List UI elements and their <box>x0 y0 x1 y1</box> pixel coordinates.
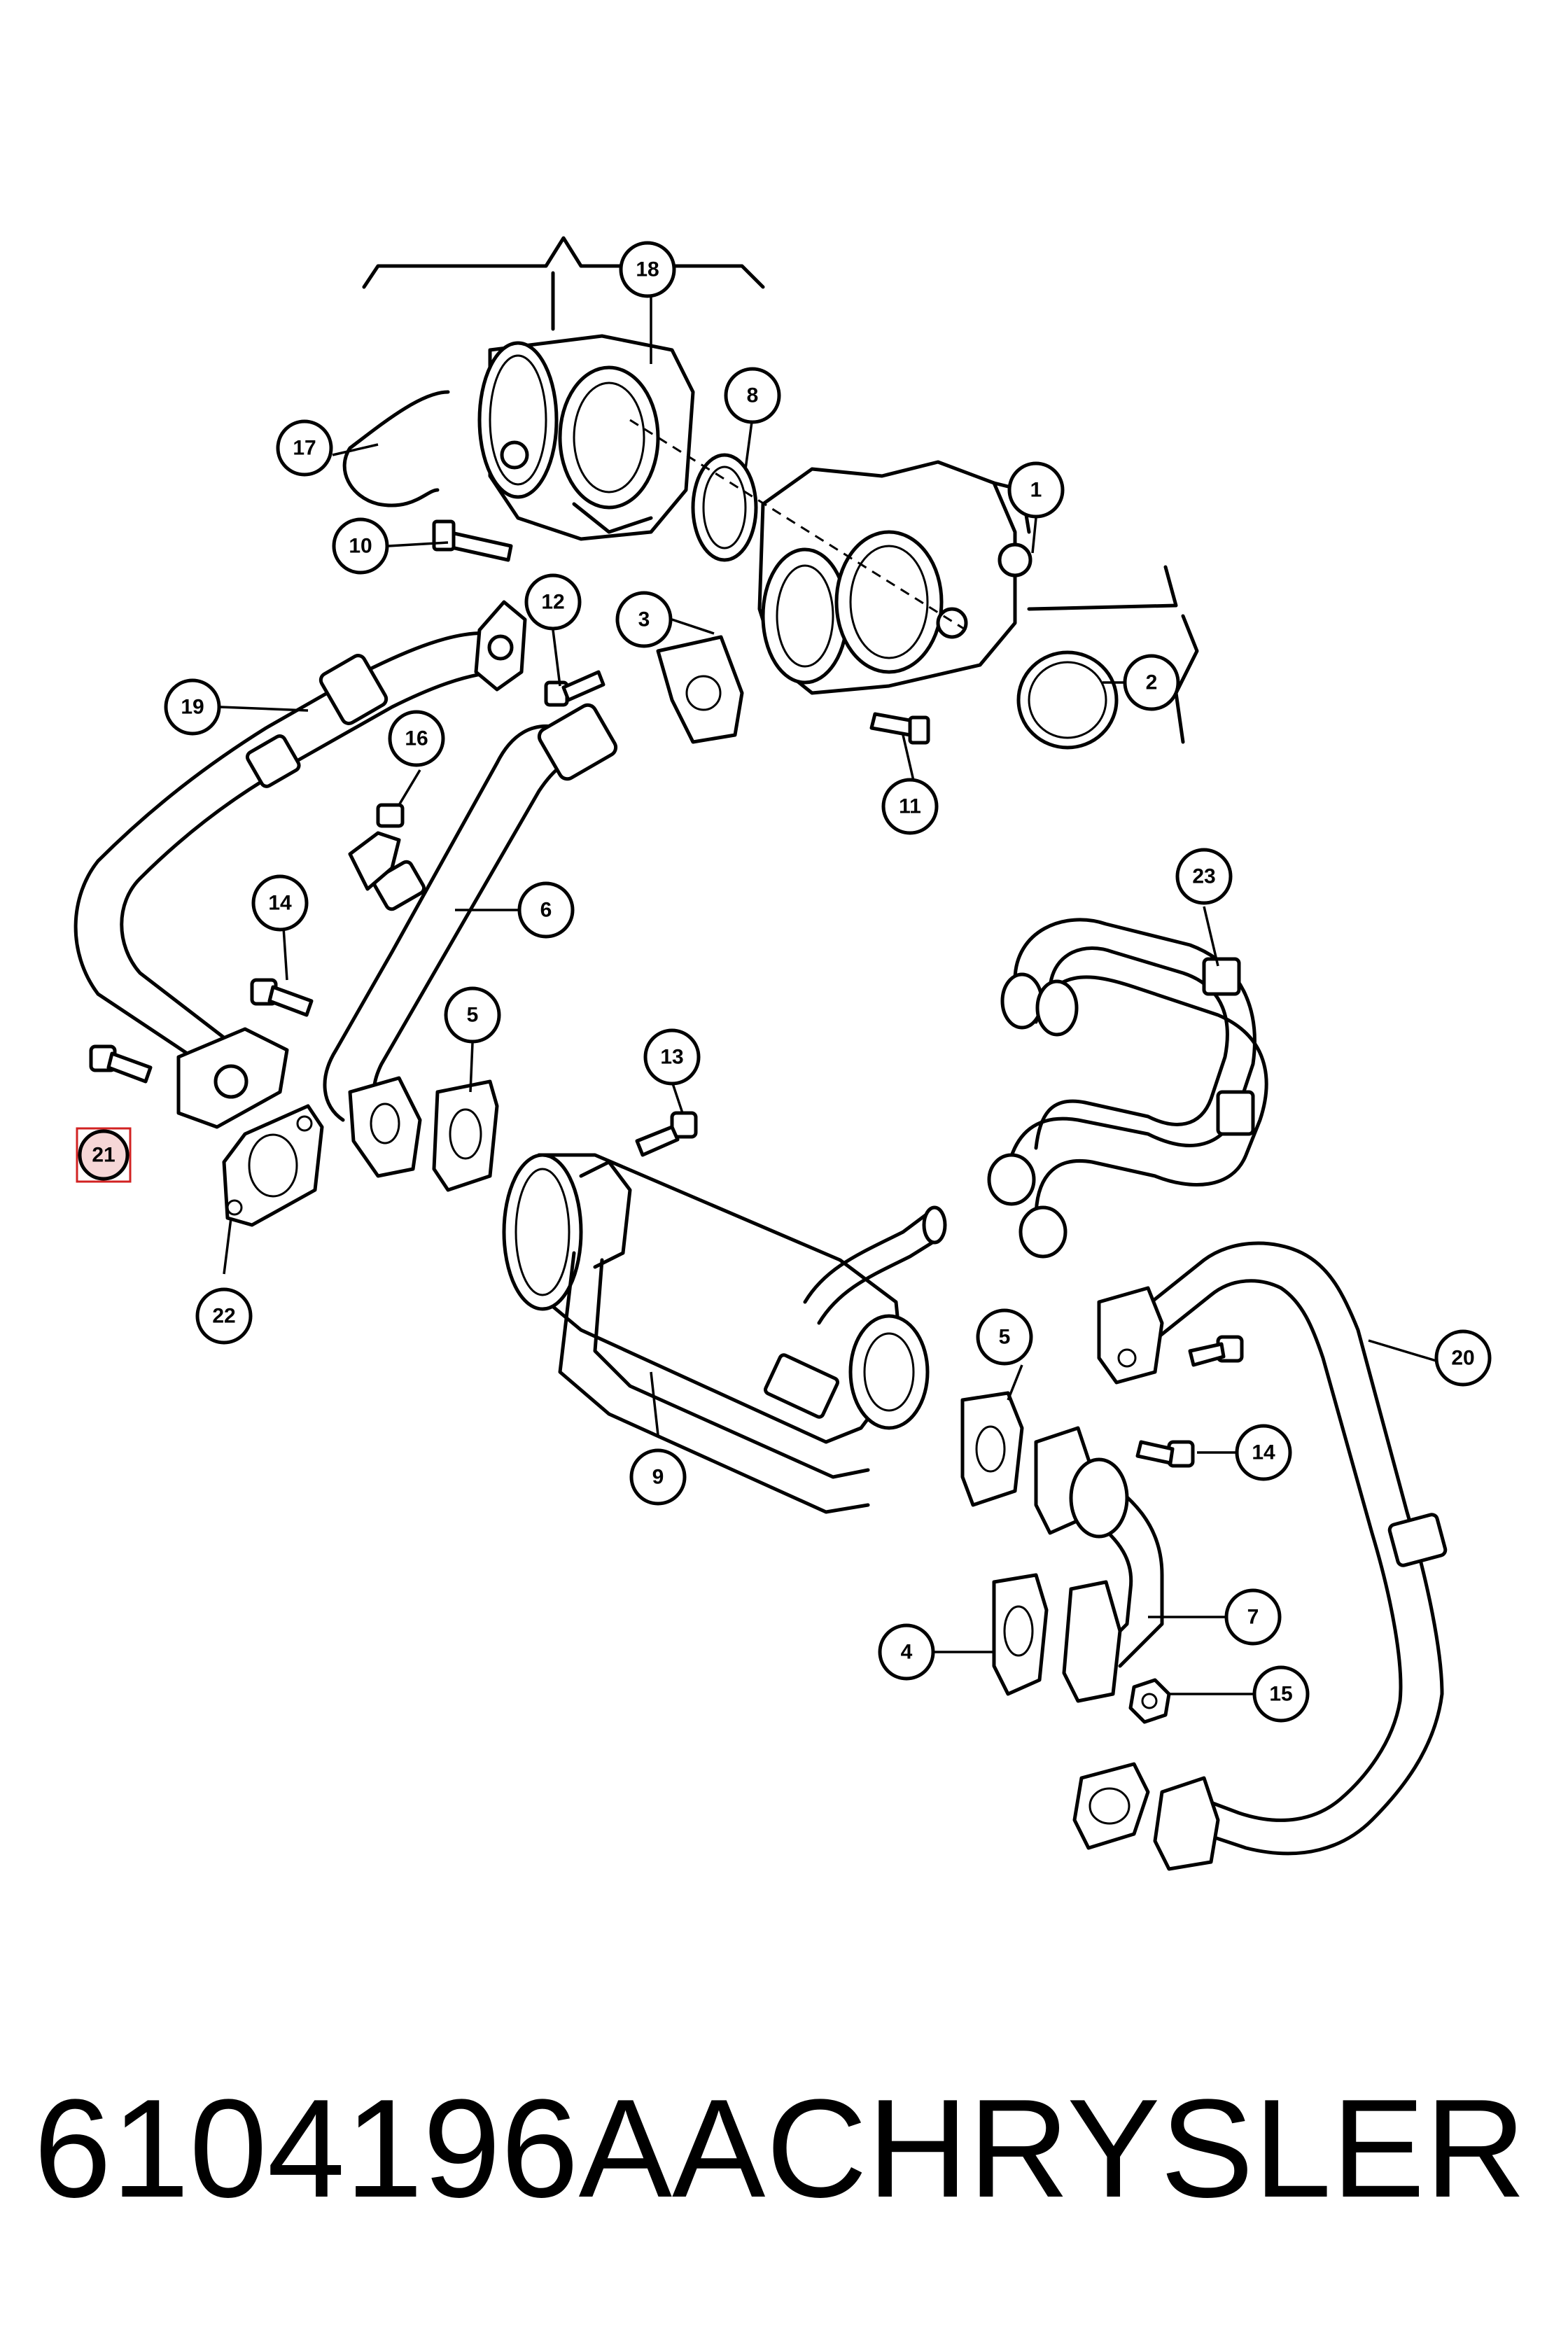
svg-text:15: 15 <box>1269 1683 1292 1706</box>
svg-text:2: 2 <box>1146 671 1158 694</box>
throttle-body-drawing <box>342 236 1199 750</box>
callout-6[interactable]: 6 <box>517 881 575 939</box>
callout-7[interactable]: 7 <box>1224 1588 1282 1646</box>
svg-text:11: 11 <box>899 795 921 818</box>
egr-tube-6-drawing <box>250 635 744 1178</box>
svg-text:16: 16 <box>405 727 428 750</box>
callout-21-highlighted[interactable]: 21 <box>76 1127 132 1183</box>
gasket-22-drawing <box>222 1104 324 1227</box>
svg-text:13: 13 <box>660 1046 683 1069</box>
callout-15[interactable]: 15 <box>1252 1665 1310 1723</box>
leader-lines <box>220 294 1439 1695</box>
svg-text:20: 20 <box>1451 1347 1474 1370</box>
svg-text:14: 14 <box>268 892 292 915</box>
svg-text:5: 5 <box>999 1326 1011 1349</box>
callout-18[interactable]: 18 <box>619 241 676 298</box>
gasket-5-left-drawing <box>432 1079 499 1192</box>
svg-text:18: 18 <box>636 258 659 281</box>
callout-14-right[interactable]: 14 <box>1235 1424 1292 1481</box>
svg-text:4: 4 <box>901 1641 913 1664</box>
callout-12[interactable]: 12 <box>524 573 582 631</box>
svg-text:19: 19 <box>181 696 204 719</box>
part-number-label: 6104196AA <box>34 2071 766 2227</box>
svg-text:3: 3 <box>638 608 650 631</box>
svg-text:5: 5 <box>467 1004 479 1027</box>
svg-text:6: 6 <box>540 899 552 922</box>
svg-text:17: 17 <box>293 437 316 460</box>
svg-text:7: 7 <box>1247 1606 1259 1629</box>
egr-tube-left-drawing <box>74 600 527 1129</box>
callout-11[interactable]: 11 <box>881 778 939 835</box>
callout-13[interactable]: 13 <box>643 1028 701 1086</box>
svg-text:22: 22 <box>212 1305 235 1328</box>
callout-8[interactable]: 8 <box>724 367 781 424</box>
callout-9[interactable]: 9 <box>629 1448 687 1506</box>
elbow-and-gaskets-drawing <box>960 1391 1195 1850</box>
callout-23[interactable]: 23 <box>1175 848 1233 905</box>
svg-text:21: 21 <box>92 1144 115 1167</box>
callout-3[interactable]: 3 <box>615 591 673 648</box>
svg-text:1: 1 <box>1030 479 1042 502</box>
callout-22[interactable]: 22 <box>195 1287 253 1345</box>
callout-1[interactable]: 1 <box>1007 461 1065 519</box>
callout-5-left[interactable]: 5 <box>444 986 501 1044</box>
svg-text:14: 14 <box>1252 1441 1275 1464</box>
callout-19[interactable]: 19 <box>164 678 221 736</box>
callout-4[interactable]: 4 <box>878 1623 935 1681</box>
svg-text:12: 12 <box>541 591 564 614</box>
screw-21-drawing <box>89 1044 153 1084</box>
svg-text:10: 10 <box>349 535 372 558</box>
svg-text:23: 23 <box>1192 865 1215 888</box>
egr-cooler-drawing <box>502 1111 947 1514</box>
svg-text:9: 9 <box>652 1466 664 1489</box>
egr-tube-20-drawing <box>1097 1241 1448 1871</box>
callout-10[interactable]: 10 <box>332 517 389 575</box>
callout-2[interactable]: 2 <box>1123 654 1180 711</box>
callout-20[interactable]: 20 <box>1434 1329 1492 1387</box>
svg-text:8: 8 <box>747 384 759 407</box>
brand-label: CHRYSLER <box>766 2071 1526 2227</box>
callout-14-left[interactable]: 14 <box>251 874 309 932</box>
callout-16[interactable]: 16 <box>388 710 445 767</box>
callout-5-right[interactable]: 5 <box>976 1308 1033 1366</box>
coolant-hoses-drawing <box>987 918 1268 1259</box>
footer: 6104196AA CHRYSLER <box>0 2058 1568 2240</box>
callout-17[interactable]: 17 <box>276 419 333 477</box>
